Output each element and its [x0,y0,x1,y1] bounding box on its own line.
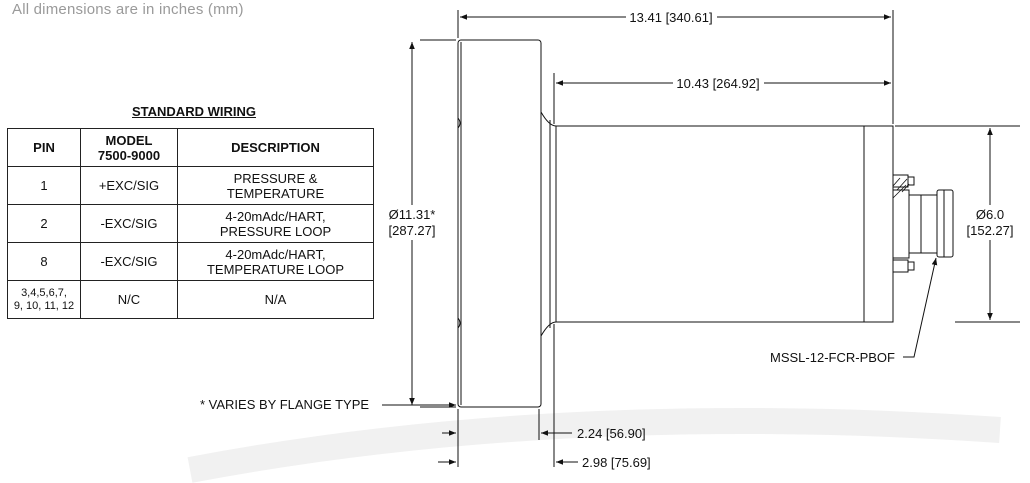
overall-length-label: 13.41 [340.61] [629,10,712,25]
model-header-line1: MODEL [105,132,153,148]
units-note: All dimensions are in inches (mm) [12,1,244,18]
connector-nut-bottom [892,259,909,273]
body-length-label: 10.43 [264.92] [676,76,759,91]
flange-dia-label-line2: [287.27] [389,223,436,238]
description-header: DESCRIPTION [177,128,374,167]
model-cell: -EXC/SIG [80,242,178,281]
flange-groove-top [457,117,461,129]
description-line2: TEMPERATURE [226,185,325,201]
connector-housing [936,189,954,258]
watermark-swoosh [187,408,1001,483]
description-line1: 4-20mAdc/HART, [225,208,326,224]
wiring-table: PIN MODEL 7500-9000 DESCRIPTION 1 +EXC/S… [7,128,374,319]
description-cell: 4-20mAdc/HART, TEMPERATURE LOOP [177,242,374,281]
description-cell: 4-20mAdc/HART, PRESSURE LOOP [177,204,374,243]
body-dia-label-line2: [152.27] [967,223,1014,238]
flange-dia-label-line1: Ø11.31* [389,207,436,222]
model-cell: N/C [80,280,178,319]
neck-outline [540,111,557,337]
pin-cell: 2 [7,204,81,243]
main-body [555,125,865,323]
table-row: 1 +EXC/SIG PRESSURE & TEMPERATURE [7,166,374,205]
description-cell: N/A [177,280,374,319]
flange-to-body-label: 2.98 [75.69] [582,455,651,470]
pin-line2: 9, 10, 11, 12 [13,299,75,312]
body-dia-label-line1: Ø6.0 [976,207,1004,222]
model-header-line2: 7500-9000 [97,147,161,163]
table-row: 8 -EXC/SIG 4-20mAdc/HART, TEMPERATURE LO… [7,242,374,281]
connector-stud-bottom [907,261,915,271]
pin-header: PIN [7,128,81,167]
pin-line1: 3,4,5,6,7, [21,286,67,299]
end-cap [863,125,894,323]
connector-stud-top [907,176,915,186]
description-line1: 4-20mAdc/HART, [225,246,326,262]
wiring-table-title: STANDARD WIRING [132,104,256,119]
flange-groove-bottom [457,317,461,329]
model-cell: +EXC/SIG [80,166,178,205]
description-line1: PRESSURE & [233,170,318,186]
description-line2: TEMPERATURE LOOP [206,261,344,277]
table-row: 3,4,5,6,7, 9, 10, 11, 12 N/C N/A [7,280,374,319]
pin-cell: 3,4,5,6,7, 9, 10, 11, 12 [7,280,81,319]
flange-body [457,39,542,408]
connector-plate [892,189,910,259]
pin-cell: 1 [7,166,81,205]
connector-hatch [892,177,910,199]
description-line2: PRESSURE LOOP [219,223,332,239]
connector-leader [903,257,938,358]
flange-thickness-label: 2.24 [56.90] [577,426,646,441]
description-cell: PRESSURE & TEMPERATURE [177,166,374,205]
connector-label: MSSL-12-FCR-PBOF [770,350,895,365]
wiring-table-header-row: PIN MODEL 7500-9000 DESCRIPTION [7,128,374,167]
connector-hex [908,194,938,254]
flange-footnote: * VARIES BY FLANGE TYPE [200,397,370,412]
